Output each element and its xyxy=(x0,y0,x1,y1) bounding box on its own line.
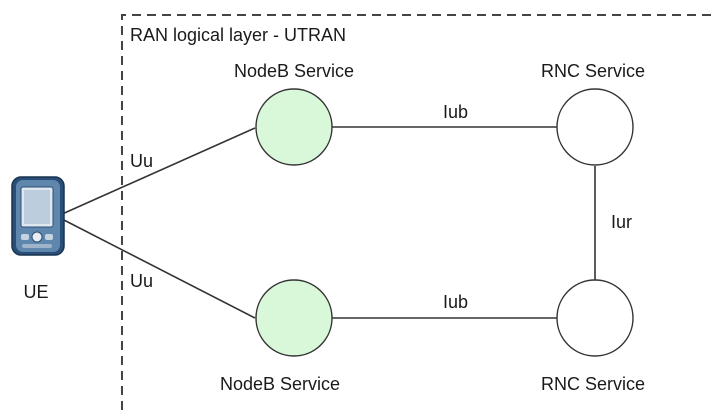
uu-link-top xyxy=(59,127,256,216)
nodeb-service-top-node[interactable] xyxy=(255,88,333,166)
rnc-service-bottom-node[interactable] xyxy=(556,279,634,357)
rnc-service-top-label: RNC Service xyxy=(541,61,645,81)
nodeb-service-bottom-label: NodeB Service xyxy=(220,374,340,394)
iub-label-top: Iub xyxy=(443,102,468,122)
uu-label-top: Uu xyxy=(130,151,153,171)
rnc-service-bottom-label: RNC Service xyxy=(541,374,645,394)
iur-label: Iur xyxy=(611,212,632,232)
nodeb-service-bottom-node[interactable] xyxy=(255,279,333,357)
rnc-service-top-node[interactable] xyxy=(556,88,634,166)
uu-label-bottom: Uu xyxy=(130,271,153,291)
nodeb-service-top-label: NodeB Service xyxy=(234,61,354,81)
utran-region-title: RAN logical layer - UTRAN xyxy=(130,25,346,45)
uu-link-bottom xyxy=(59,217,256,319)
ue-label: UE xyxy=(23,282,48,302)
utran-boundary xyxy=(121,14,715,410)
phone-icon xyxy=(11,176,65,256)
iub-label-bottom: Iub xyxy=(443,292,468,312)
